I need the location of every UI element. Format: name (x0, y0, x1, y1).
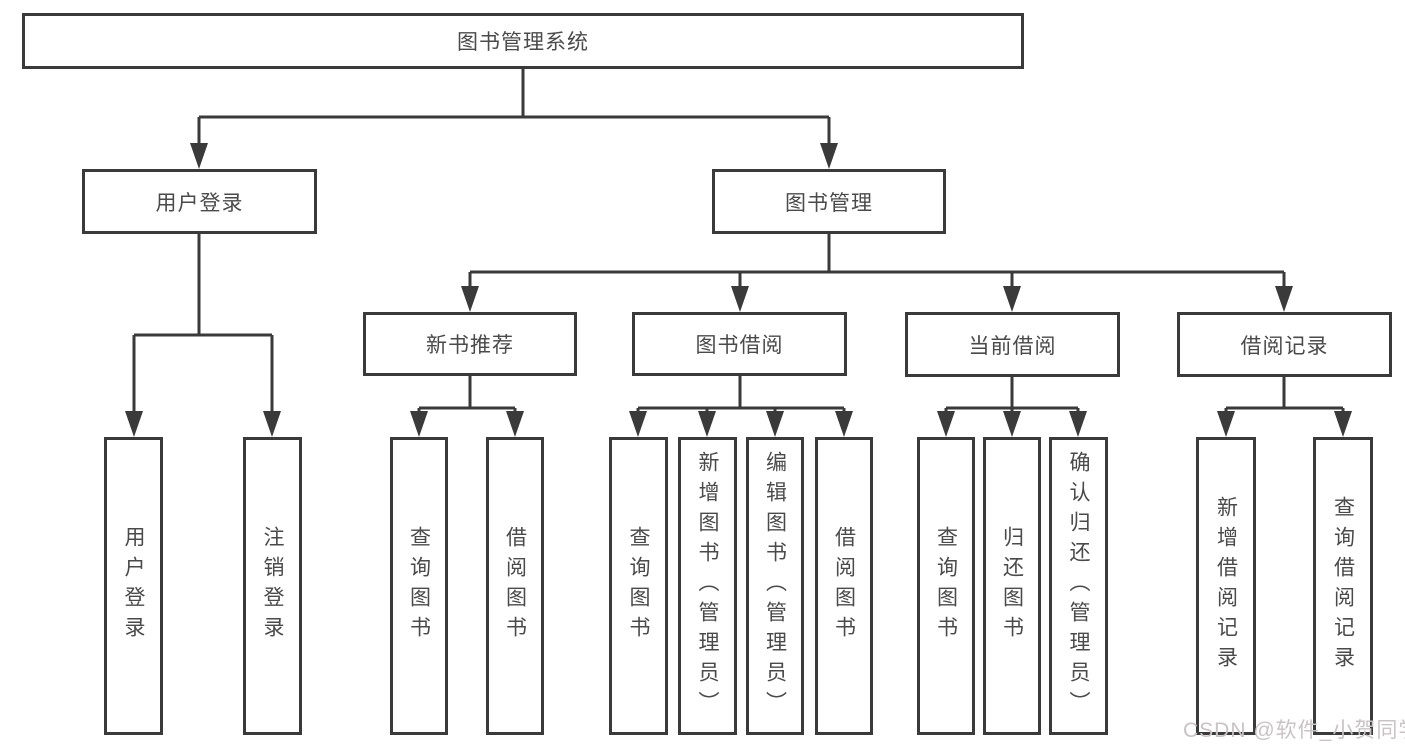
node-user-login: 用户登录 (82, 169, 317, 234)
arrowhead (835, 411, 853, 437)
leaf-add-borrow-record: 新增借阅记录 (1196, 437, 1256, 735)
leaf-return-books: 归还图书 (983, 437, 1041, 735)
leaf-edit-books-admin-label: 编辑图书（管理员） (763, 451, 787, 721)
arrowhead (506, 411, 524, 437)
arrowhead (1003, 411, 1021, 437)
leaf-user-login: 用户登录 (104, 437, 163, 735)
leaf-confirm-return-admin-label: 确认归还（管理员） (1067, 451, 1090, 721)
connector-borrow-to-leaves (636, 376, 846, 413)
leaf-add-books-admin: 新增图书（管理员） (678, 437, 737, 735)
arrowhead (629, 411, 647, 437)
connector-root-to-level2 (197, 69, 831, 145)
arrowhead (461, 286, 479, 312)
arrowheads (125, 143, 1352, 437)
arrowhead (125, 411, 143, 437)
connector-newbook-to-leaves (417, 376, 517, 413)
leaf-borrow-books-recommend: 借阅图书 (486, 437, 544, 735)
leaf-user-login-label: 用户登录 (122, 526, 145, 646)
arrowhead (937, 411, 955, 437)
connector-records-to-leaves (1224, 377, 1345, 413)
leaf-query-books-current-label: 查询图书 (934, 526, 958, 646)
leaf-borrow-books: 借阅图书 (815, 437, 873, 735)
arrowhead (1069, 411, 1087, 437)
node-borrow-records: 借阅记录 (1177, 312, 1392, 377)
arrowhead (1217, 411, 1235, 437)
leaf-add-books-admin-label: 新增图书（管理员） (696, 451, 719, 721)
leaf-add-borrow-record-label: 新增借阅记录 (1214, 496, 1238, 676)
leaf-edit-books-admin: 编辑图书（管理员） (746, 437, 804, 735)
arrowhead (1003, 286, 1021, 312)
csdn-watermark: CSDN @软件_小贺同学 (1183, 719, 1405, 742)
arrowhead (190, 143, 208, 169)
leaf-query-books-borrow: 查询图书 (609, 437, 668, 735)
leaf-query-books-current: 查询图书 (917, 437, 975, 735)
leaf-return-books-label: 归还图书 (1000, 526, 1024, 646)
arrowhead (820, 143, 838, 169)
leaf-logout-label: 注销登录 (261, 526, 284, 646)
node-library-system: 图书管理系统 (22, 13, 1024, 69)
leaf-query-books-borrow-label: 查询图书 (627, 526, 650, 646)
node-book-borrow: 图书借阅 (632, 312, 847, 376)
connector-bookmgmt-to-level3 (468, 233, 1286, 288)
arrowhead (1334, 411, 1352, 437)
connector-current-to-leaves (944, 377, 1080, 413)
node-current-borrow: 当前借阅 (905, 312, 1120, 377)
leaf-borrow-books-recommend-label: 借阅图书 (503, 526, 527, 646)
leaf-query-books-recommend: 查询图书 (390, 437, 448, 735)
leaf-logout: 注销登录 (243, 437, 302, 735)
arrowhead (410, 411, 428, 437)
leaf-confirm-return-admin: 确认归还（管理员） (1049, 437, 1108, 735)
arrowhead (731, 286, 749, 312)
arrowhead (263, 411, 281, 437)
leaf-borrow-books-label: 借阅图书 (832, 526, 856, 646)
node-book-management: 图书管理 (712, 169, 946, 234)
leaf-query-borrow-record-label: 查询借阅记录 (1331, 496, 1355, 676)
leaf-query-borrow-record: 查询借阅记录 (1313, 437, 1373, 735)
arrowhead (766, 411, 784, 437)
connector-userlogin-to-leaves (132, 233, 274, 413)
node-new-book-recommend: 新书推荐 (363, 312, 577, 376)
leaf-query-books-recommend-label: 查询图书 (407, 526, 431, 646)
arrowhead (1275, 286, 1293, 312)
arrowhead (698, 411, 716, 437)
